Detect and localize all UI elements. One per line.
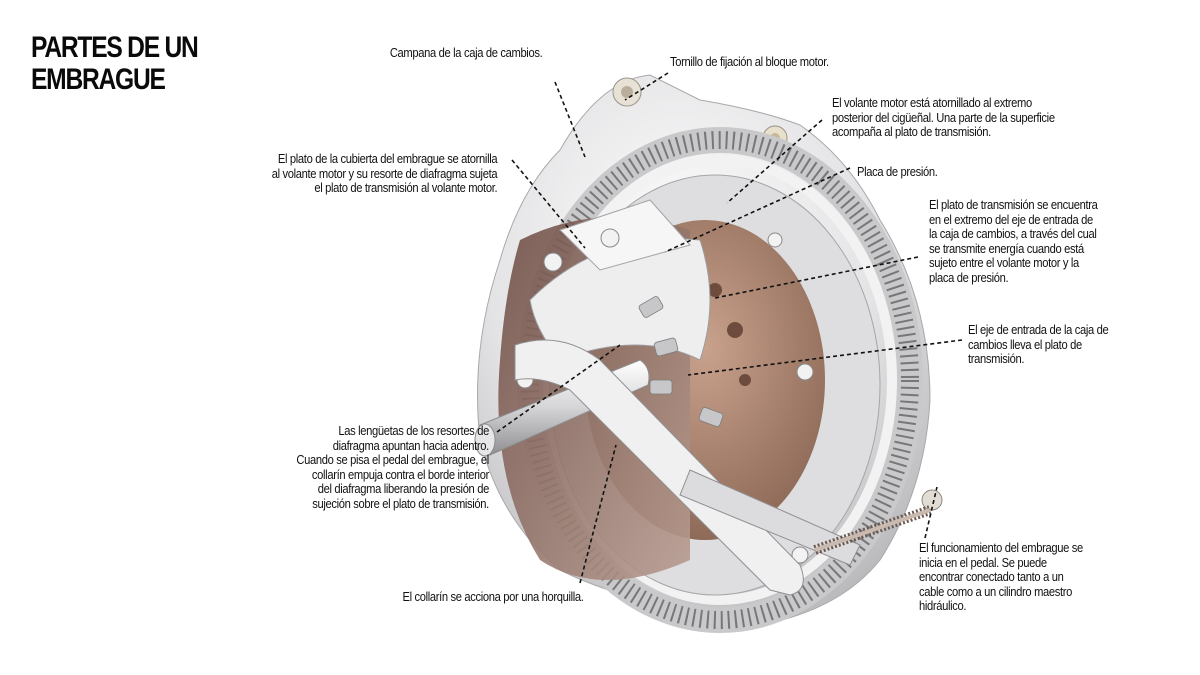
label-plato-transmision-line-2: en el extremo del eje de entrada de xyxy=(929,211,1093,227)
leader-lines xyxy=(496,72,963,584)
diagram-title: PARTES DE UN EMBRAGUE xyxy=(31,31,199,96)
label-lenguetas-line-2: diafragma apuntan hacia adentro. xyxy=(332,437,490,453)
title-line-1: PARTES DE UN xyxy=(31,31,199,64)
label-placa-presion-line: Placa de presión. xyxy=(857,164,938,179)
label-plato-transmision-line-3: la caja de cambios, a través del cual xyxy=(929,226,1097,241)
leader-collarin xyxy=(579,444,617,584)
title-line-2: EMBRAGUE xyxy=(31,63,166,96)
label-plato-transmision: El plato de transmisión se encuentra en … xyxy=(929,197,1098,285)
label-funcionamiento-line-5: hidráulico. xyxy=(919,598,967,613)
label-lenguetas-line-6: sujeción sobre el plato de transmisión. xyxy=(312,495,489,511)
cover-bolts xyxy=(516,228,814,564)
label-funcionamiento-line-1: El funcionamiento del embrague se xyxy=(919,540,1083,555)
label-volante-motor: El volante motor está atornillado al ext… xyxy=(832,95,1055,140)
diaphragm-spring-fingers xyxy=(638,296,724,427)
label-funcionamiento: El funcionamiento del embrague se inicia… xyxy=(919,540,1083,614)
label-collarin-line: El collarín se acciona por una horquilla… xyxy=(402,589,584,604)
label-campana: Campana de la caja de cambios. xyxy=(389,45,542,61)
label-volante-line-1: El volante motor está atornillado al ext… xyxy=(832,95,1032,110)
label-funcionamiento-line-3: encontrar conectado tanto a un xyxy=(919,569,1064,584)
leader-plato-cubierta xyxy=(511,159,586,249)
label-plato-cubierta-line-1: El plato de la cubierta del embrague se … xyxy=(277,151,498,166)
clutch-cable-spring xyxy=(813,505,932,555)
label-eje-entrada: El eje de entrada de la caja de cambios … xyxy=(968,322,1109,367)
label-placa-presion: Placa de presión. xyxy=(857,164,938,180)
label-collarin: El collarín se acciona por una horquilla… xyxy=(402,589,584,605)
label-tornillo-line: Tornillo de fijación al bloque motor. xyxy=(670,54,829,69)
leader-volante xyxy=(726,119,823,204)
label-eje-entrada-line-1: El eje de entrada de la caja de xyxy=(968,322,1109,337)
label-volante-line-2: posterior del cigüeñal. Una parte de la … xyxy=(832,109,1055,125)
label-lenguetas-line-3: Cuando se pisa el pedal del embrague, el xyxy=(296,452,489,467)
label-lenguetas: Las lengüetas de los resortes de diafrag… xyxy=(296,423,490,511)
leader-tornillo xyxy=(624,72,669,101)
label-eje-entrada-line-3: transmisión. xyxy=(968,351,1025,366)
label-plato-cubierta-line-3: el plato de transmisión al volante motor… xyxy=(314,180,497,195)
label-plato-transmision-line-6: placa de presión. xyxy=(929,269,1009,285)
label-funcionamiento-line-2: inicia en el pedal. Se puede xyxy=(919,554,1047,570)
leader-funcionamiento xyxy=(924,486,938,539)
leader-placa-presion xyxy=(664,167,851,253)
label-plato-cubierta-line-2: al volante motor y su resorte de diafrag… xyxy=(271,165,497,181)
label-campana-line: Campana de la caja de cambios. xyxy=(389,45,542,60)
label-lenguetas-line-1: Las lengüetas de los resortes de xyxy=(338,423,489,438)
label-volante-line-3: acompaña al plato de transmisión. xyxy=(832,124,991,139)
release-fork xyxy=(514,339,804,596)
label-lenguetas-line-4: collarín empuja contra el borde interior xyxy=(311,466,489,482)
label-plato-cubierta: El plato de la cubierta del embrague se … xyxy=(271,151,498,196)
label-plato-transmision-line-1: El plato de transmisión se encuentra xyxy=(929,197,1098,212)
label-eje-entrada-line-2: cambios lleva el plato de xyxy=(968,336,1082,352)
label-lenguetas-line-5: del diafragma liberando la presión de xyxy=(317,481,490,496)
label-funcionamiento-line-4: cable como a un cilindro maestro xyxy=(919,583,1073,599)
label-plato-transmision-line-4: se transmite energía cuando está xyxy=(929,240,1084,256)
label-plato-transmision-line-5: sujeto entre el volante motor y la xyxy=(929,255,1079,270)
label-tornillo: Tornillo de fijación al bloque motor. xyxy=(670,54,829,70)
